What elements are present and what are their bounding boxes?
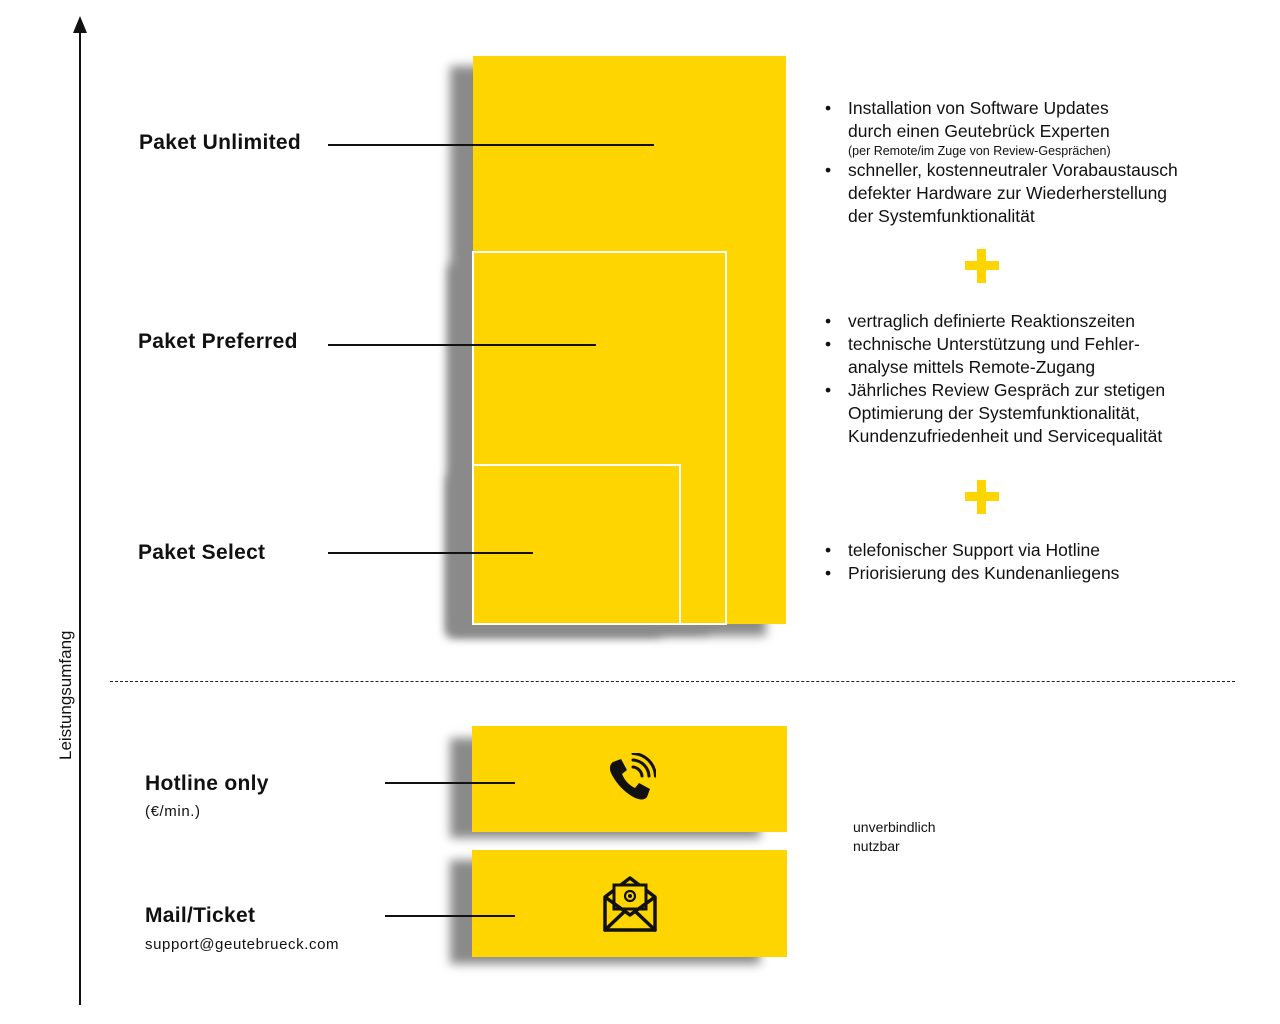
feature-item: technische Unterstützung und Fehler- ana…: [825, 333, 1245, 379]
leader-line-hotline: [385, 782, 515, 784]
feature-item: Jährliches Review Gespräch zur stetigen …: [825, 379, 1245, 448]
hotline-price: (€/min.): [145, 803, 201, 820]
package-label-unlimited: Paket Unlimited: [139, 131, 302, 154]
axis-label: Leistungsumfang: [56, 630, 75, 760]
axis-arrow-icon: [73, 16, 87, 33]
basic-note: unverbindlich nutzbar: [853, 819, 936, 854]
hotline-label: Hotline only: [145, 772, 269, 795]
features-unlimited: Installation von Software Updates durch …: [825, 97, 1245, 228]
hotline-block: [472, 726, 787, 832]
mail-address: support@geutebrueck.com: [145, 936, 340, 953]
phone-icon: [609, 753, 656, 800]
feature-item: telefonischer Support via Hotline: [825, 539, 1245, 562]
select-block: [472, 464, 681, 625]
feature-item: vertraglich definierte Reaktionszeiten: [825, 310, 1245, 333]
package-label-preferred: Paket Preferred: [138, 330, 298, 353]
leader-line-unlimited: [328, 144, 654, 146]
features-select: telefonischer Support via Hotline Priori…: [825, 539, 1245, 585]
mail-label: Mail/Ticket: [145, 904, 256, 927]
separator-dashed-line: [110, 681, 1235, 682]
axis-line: [79, 30, 81, 1005]
package-label-select: Paket Select: [138, 541, 266, 564]
leader-line-mail: [385, 915, 515, 917]
feature-item: Priorisierung des Kundenanliegens: [825, 562, 1245, 585]
mail-block: [472, 850, 787, 957]
leader-line-select: [328, 552, 533, 554]
leader-line-preferred: [328, 344, 596, 346]
plus-icon: [965, 480, 999, 514]
feature-item: Installation von Software Updates durch …: [825, 97, 1245, 159]
plus-icon: [965, 249, 999, 283]
feature-item: schneller, kostenneutraler Vorabaustausc…: [825, 159, 1245, 228]
unlimited-block: [473, 56, 786, 624]
features-preferred: vertraglich definierte Reaktionszeiten t…: [825, 310, 1245, 448]
mail-icon: [602, 875, 657, 932]
